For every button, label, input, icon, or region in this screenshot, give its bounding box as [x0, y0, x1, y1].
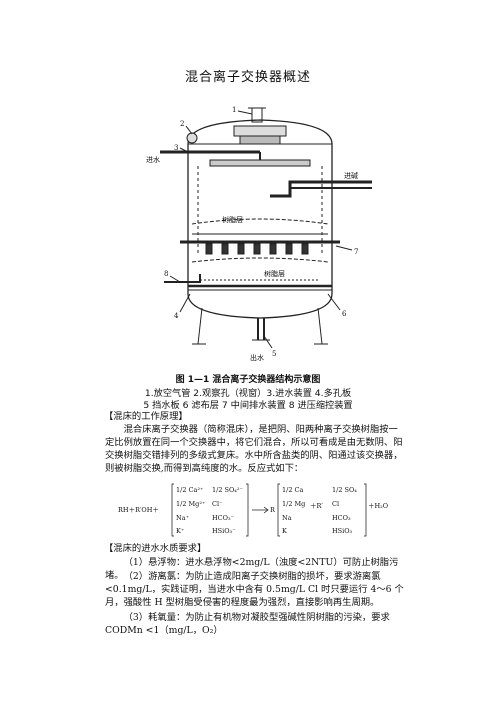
- label-outlet: 出水: [250, 353, 264, 362]
- eq-plus2: ＋R′: [310, 502, 323, 510]
- eq-c1-3: K⁺: [176, 527, 184, 535]
- exchanger-diagram: 1 2 3 4 5 6 7 8 进水 进碱 树脂层 树脂层 出水: [140, 104, 380, 364]
- label-8: 8: [164, 270, 168, 278]
- label-4: 4: [174, 312, 179, 320]
- eq-left: RH＋R′OH＋: [118, 506, 159, 514]
- section-heading-principle: 【混床的工作原理】: [104, 411, 188, 422]
- eq-c3-1: 1/2 Mg: [282, 500, 305, 508]
- eq-c1-2: Na⁺: [176, 514, 189, 522]
- quality-item-1: （1）悬浮物：进水悬浮物<2mg/L（浊度<2NTU）可防止树脂污堵。: [105, 557, 399, 581]
- eq-mid: R: [270, 506, 276, 514]
- label-5: 5: [272, 350, 276, 358]
- figure-caption-title: 图 1—1 混合离子交换器结构示意图: [175, 375, 321, 385]
- eq-c1-0: 1/2 Ca²⁺: [176, 486, 203, 494]
- quality-item-3: （3）耗氧量：为防止有机物对凝胶型强碱性阴树脂的污染，要求 CODMn <1（m…: [105, 612, 390, 636]
- section-heading-water-quality: 【混床的进水水质要求】: [104, 543, 207, 554]
- eq-c1-1: 1/2 Mg²⁺: [176, 500, 205, 508]
- exchanger-drawing: 1 2 3 4 5 6 7 8 进水 进碱 树脂层 树脂层 出水: [146, 106, 372, 362]
- quality-item-2: （2）游离氯：为防止造成阳离子交换树脂的损坏，要求游离氯<0.1mg/L，实践证…: [105, 571, 404, 608]
- eq-c4-3: HSiO₃: [332, 527, 353, 535]
- eq-right: ＋H₂O: [368, 502, 388, 510]
- eq-c3-2: Na: [282, 514, 292, 522]
- label-resin-upper: 树脂层: [222, 215, 243, 224]
- label-inlet: 进水: [146, 155, 160, 164]
- label-1: 1: [232, 106, 236, 114]
- reaction-equation: RH＋R′OH＋ 1/2 Ca²⁺ 1/2 Mg²⁺ Na⁺ K⁺ 1/2 SO…: [118, 480, 398, 538]
- figure-caption-line-2: 5 挡水板 6 滤布层 7 中间排水装置 8 进压缩控装置: [143, 400, 353, 411]
- eq-c2-3: HSiO₃⁻: [212, 527, 236, 535]
- eq-c2-2: HCO₃⁻: [212, 514, 234, 522]
- page-title: 混合离子交换器概述: [184, 70, 311, 85]
- eq-c4-0: 1/2 SO₄: [332, 486, 357, 494]
- label-2: 2: [180, 120, 184, 128]
- eq-c2-0: 1/2 SO₄²⁻: [212, 486, 243, 494]
- label-resin-lower: 树脂层: [264, 269, 285, 278]
- eq-c3-3: K: [282, 527, 287, 535]
- label-7: 7: [354, 248, 358, 256]
- principle-paragraph: 混合床离子交换器（简称混床），是把阴、阳两种离子交换树脂按一定比例放置在同一个交…: [105, 424, 403, 474]
- label-6: 6: [342, 310, 347, 318]
- figure-caption-line-1: 1.放空气管 2.观察孔（视窗）3.进水装置 4.多孔板: [144, 388, 352, 399]
- eq-c4-1: Cl: [332, 500, 339, 508]
- eq-c2-1: Cl⁻: [212, 500, 222, 508]
- label-alkali: 进碱: [344, 172, 358, 180]
- eq-c3-0: 1/2 Ca: [282, 486, 304, 494]
- eq-c4-2: HCO₃: [332, 514, 351, 522]
- label-3: 3: [174, 144, 178, 152]
